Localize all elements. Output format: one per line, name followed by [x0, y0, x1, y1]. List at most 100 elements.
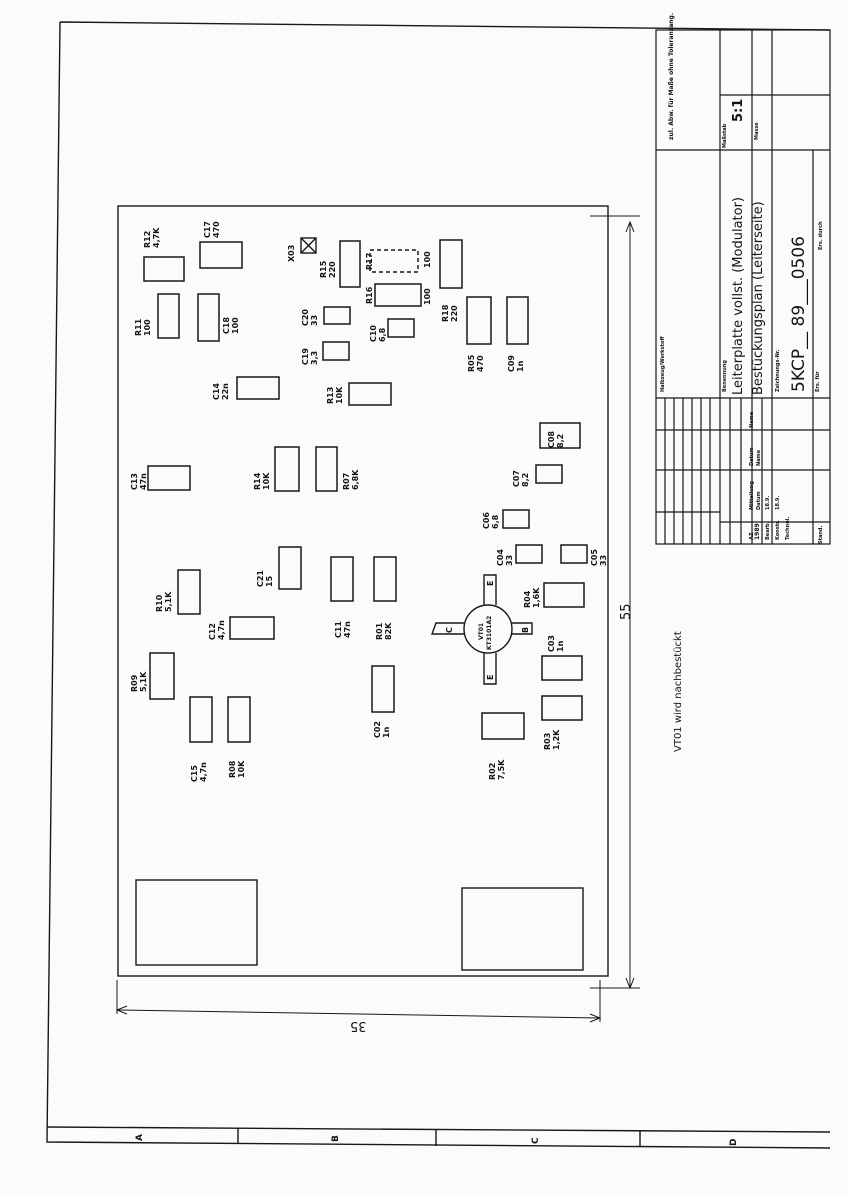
pad-C02	[371, 665, 395, 713]
rev-header-name: Name	[749, 411, 755, 428]
pad-R14	[274, 446, 300, 492]
date-col: Datum	[756, 491, 762, 510]
pad-C04	[515, 544, 543, 564]
mass-header: Masse	[754, 122, 760, 140]
pad-C21	[278, 546, 302, 590]
year: 1989	[754, 523, 761, 540]
pad-C18	[197, 293, 220, 342]
standard-label: Stand.	[818, 525, 824, 544]
zone-dividers	[237, 1128, 641, 1147]
pin-b: B	[521, 626, 530, 633]
row-bearb-role: Bearb.	[765, 521, 771, 540]
dimension-height-label: 35	[350, 1018, 367, 1033]
mounting-pad-left	[135, 879, 258, 966]
pad-R08	[227, 696, 251, 743]
pin-e-bottom: E	[486, 674, 495, 680]
drawing-title-line2: Bestückungsplan (Leiterseite)	[751, 201, 766, 395]
pad-R04	[543, 582, 585, 608]
pad-R16	[374, 283, 422, 307]
outer-frame	[46, 21, 831, 1149]
scale-header: Maßstab	[722, 123, 728, 148]
zone-label-d: D	[729, 1138, 739, 1146]
component-outlines	[143, 239, 588, 743]
dimension-35	[115, 980, 602, 1023]
rev-header-datum: Datum	[749, 447, 755, 466]
approval-note: zul. Abw. für Maße ohne Toleranzang.	[668, 12, 675, 140]
transistor-vt01	[431, 574, 533, 685]
drawing-no-header: Zeichnungs-Nr.	[775, 349, 781, 392]
label-R16: R16	[365, 286, 374, 304]
row-konstr-role: Konstr.	[775, 520, 781, 540]
scale-value: 5:1	[731, 98, 746, 122]
pad-R09	[149, 652, 175, 700]
rev-header-mitteilung: Mitteilung	[749, 481, 755, 510]
pad-R03	[541, 695, 583, 721]
pad-C09	[506, 296, 529, 345]
replacement-for: Ers. für	[815, 371, 821, 392]
pad-C05	[560, 544, 588, 564]
replaced-by: Ers. durch	[818, 221, 824, 250]
label-X03: X03	[287, 244, 296, 262]
name-header: Benennung	[722, 360, 728, 392]
label-R16-value: 100	[423, 288, 432, 305]
material-header: Halbzeug/Werkstoff	[660, 336, 666, 393]
pad-R13	[348, 382, 392, 406]
pin-c: C	[445, 627, 454, 633]
pad-C14	[236, 376, 280, 400]
pad-R10	[177, 569, 201, 615]
x03-marker	[300, 237, 317, 254]
pad-C20	[323, 306, 351, 325]
pad-C03	[541, 655, 583, 681]
pin-e-top: E	[486, 580, 495, 586]
pad-C10	[387, 318, 415, 338]
pad-R18	[439, 239, 463, 289]
dimension-55	[590, 215, 640, 990]
pcb-outline	[117, 205, 609, 977]
pad-C11	[330, 556, 354, 602]
pad-C08	[539, 422, 581, 449]
pad-R15	[339, 240, 361, 288]
zone-label-b: B	[331, 1135, 341, 1142]
zone-strip-line	[46, 1126, 831, 1133]
pad-C15	[189, 696, 213, 743]
pad-C06	[502, 509, 530, 529]
pad-R11	[157, 293, 180, 339]
assembly-note: VT01 wird nachbestückt	[673, 631, 684, 752]
pad-R05	[466, 296, 492, 345]
pad-C19	[322, 341, 350, 361]
mounting-pad-right	[461, 887, 584, 971]
row-bearb-date: 18.9.	[765, 495, 771, 510]
drawing-title-line1: Leiterplatte vollst. (Modulator)	[731, 196, 746, 395]
row-konstr-date: 18.9.	[775, 495, 781, 510]
name-col: Name	[756, 449, 762, 466]
zone-label-a: A	[135, 1134, 145, 1141]
